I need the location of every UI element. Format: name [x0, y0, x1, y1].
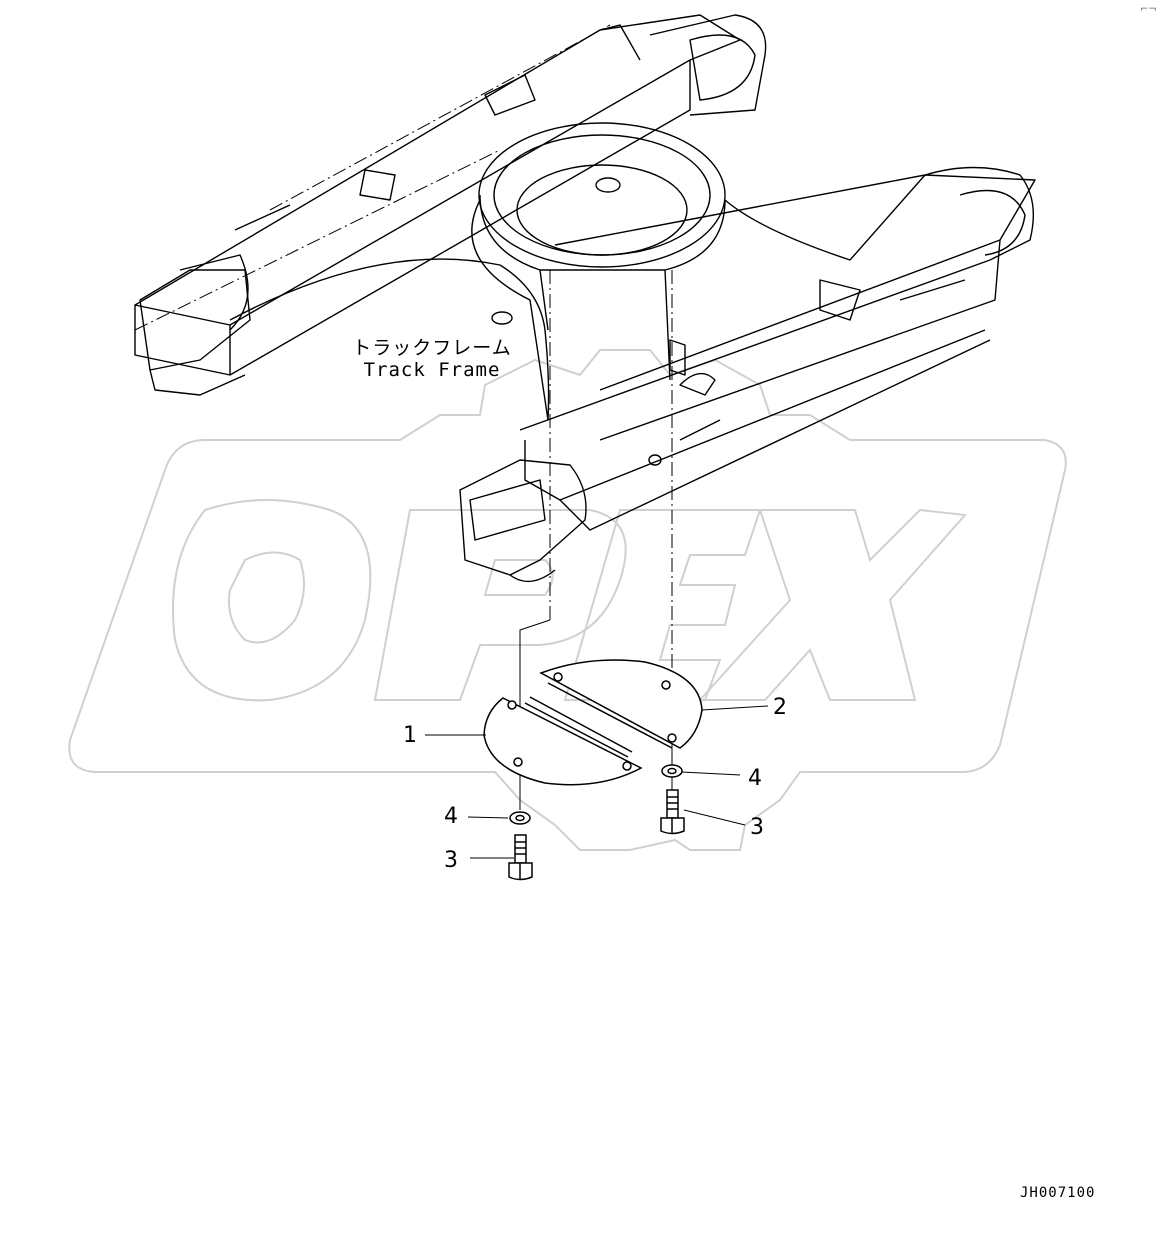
track-frame-label-en: Track Frame: [363, 358, 501, 381]
center-lines: [134, 24, 673, 690]
callout-4-right: 4: [748, 766, 762, 791]
watermark-gear: [68, 349, 1067, 851]
watermark-letter-o: [172, 499, 372, 702]
callout-leaders: [425, 705, 769, 859]
callout-4-left: 4: [444, 804, 458, 829]
callout-3-left: 3: [444, 848, 458, 873]
track-frame-label-jp: トラックフレーム: [352, 337, 512, 359]
track-frame-label: トラックフレーム Track Frame: [352, 337, 512, 382]
part-3-bolt-left: [508, 834, 533, 881]
callout-2: 2: [773, 695, 787, 720]
part-1-cover-plate: [483, 696, 643, 786]
callout-3-right: 3: [750, 815, 764, 840]
part-2-cover-plate: [539, 659, 703, 749]
drawing-code: JH007100: [1020, 1185, 1096, 1201]
part-4-washers: [509, 764, 683, 825]
watermark-letter-p: [373, 509, 627, 701]
watermark-letter-x: [697, 508, 968, 701]
watermark: [68, 349, 1067, 851]
part-3-bolt-right: [660, 789, 685, 835]
corner-mark: ⌐¬: [1140, 4, 1157, 15]
callout-1: 1: [403, 723, 417, 748]
track-frame: [134, 14, 1036, 583]
